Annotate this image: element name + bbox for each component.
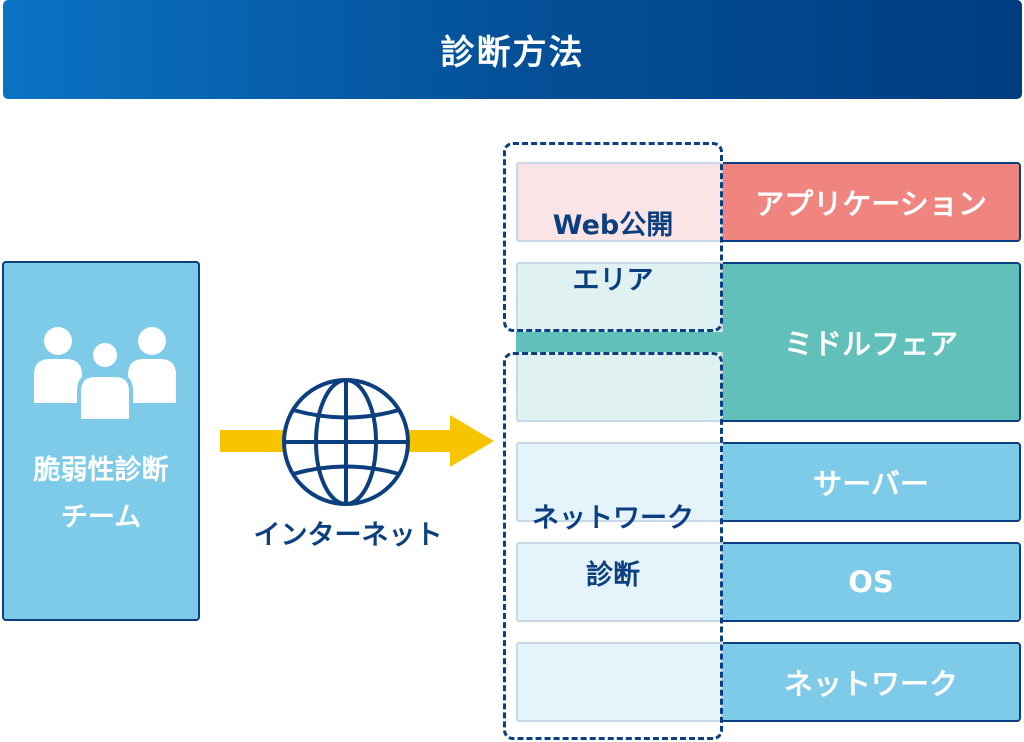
title-bar: 診断方法 xyxy=(3,0,1022,99)
web-area-outline xyxy=(503,142,723,332)
layer-middleware: ミドルフェア xyxy=(723,262,1021,422)
layer-network: ネットワーク xyxy=(723,642,1021,722)
layer-application-label: アプリケーション xyxy=(755,187,987,221)
globe-icon xyxy=(282,378,410,506)
web-area-label-line1: Web公開 xyxy=(552,210,674,241)
team-label-line1: 脆弱性診断 xyxy=(33,455,169,486)
layer-middleware-label: ミドルフェア xyxy=(783,327,958,361)
layer-cell-os xyxy=(516,542,723,622)
network-area-outline xyxy=(503,352,723,740)
network-area-label-line2: 診断 xyxy=(586,560,640,591)
page-title: 診断方法 xyxy=(440,33,585,73)
layer-cell-server xyxy=(516,442,723,522)
layer-application: アプリケーション xyxy=(723,162,1021,242)
team-box: 脆弱性診断 チーム xyxy=(2,261,200,621)
team-label-line2: チーム xyxy=(60,502,142,533)
web-area-label-line2: エリア xyxy=(572,265,654,296)
middleware-band xyxy=(516,332,723,352)
network-area-label-line1: ネットワーク xyxy=(532,503,694,534)
layer-os: OS xyxy=(723,542,1021,622)
layer-server: サーバー xyxy=(723,442,1021,522)
layer-cell-network xyxy=(516,642,723,722)
layer-network-label: ネットワーク xyxy=(783,667,958,701)
internet-label: インターネット xyxy=(253,520,443,551)
people-icon xyxy=(34,327,176,421)
layer-os-label: OS xyxy=(848,565,894,599)
layer-server-label: サーバー xyxy=(813,467,929,501)
